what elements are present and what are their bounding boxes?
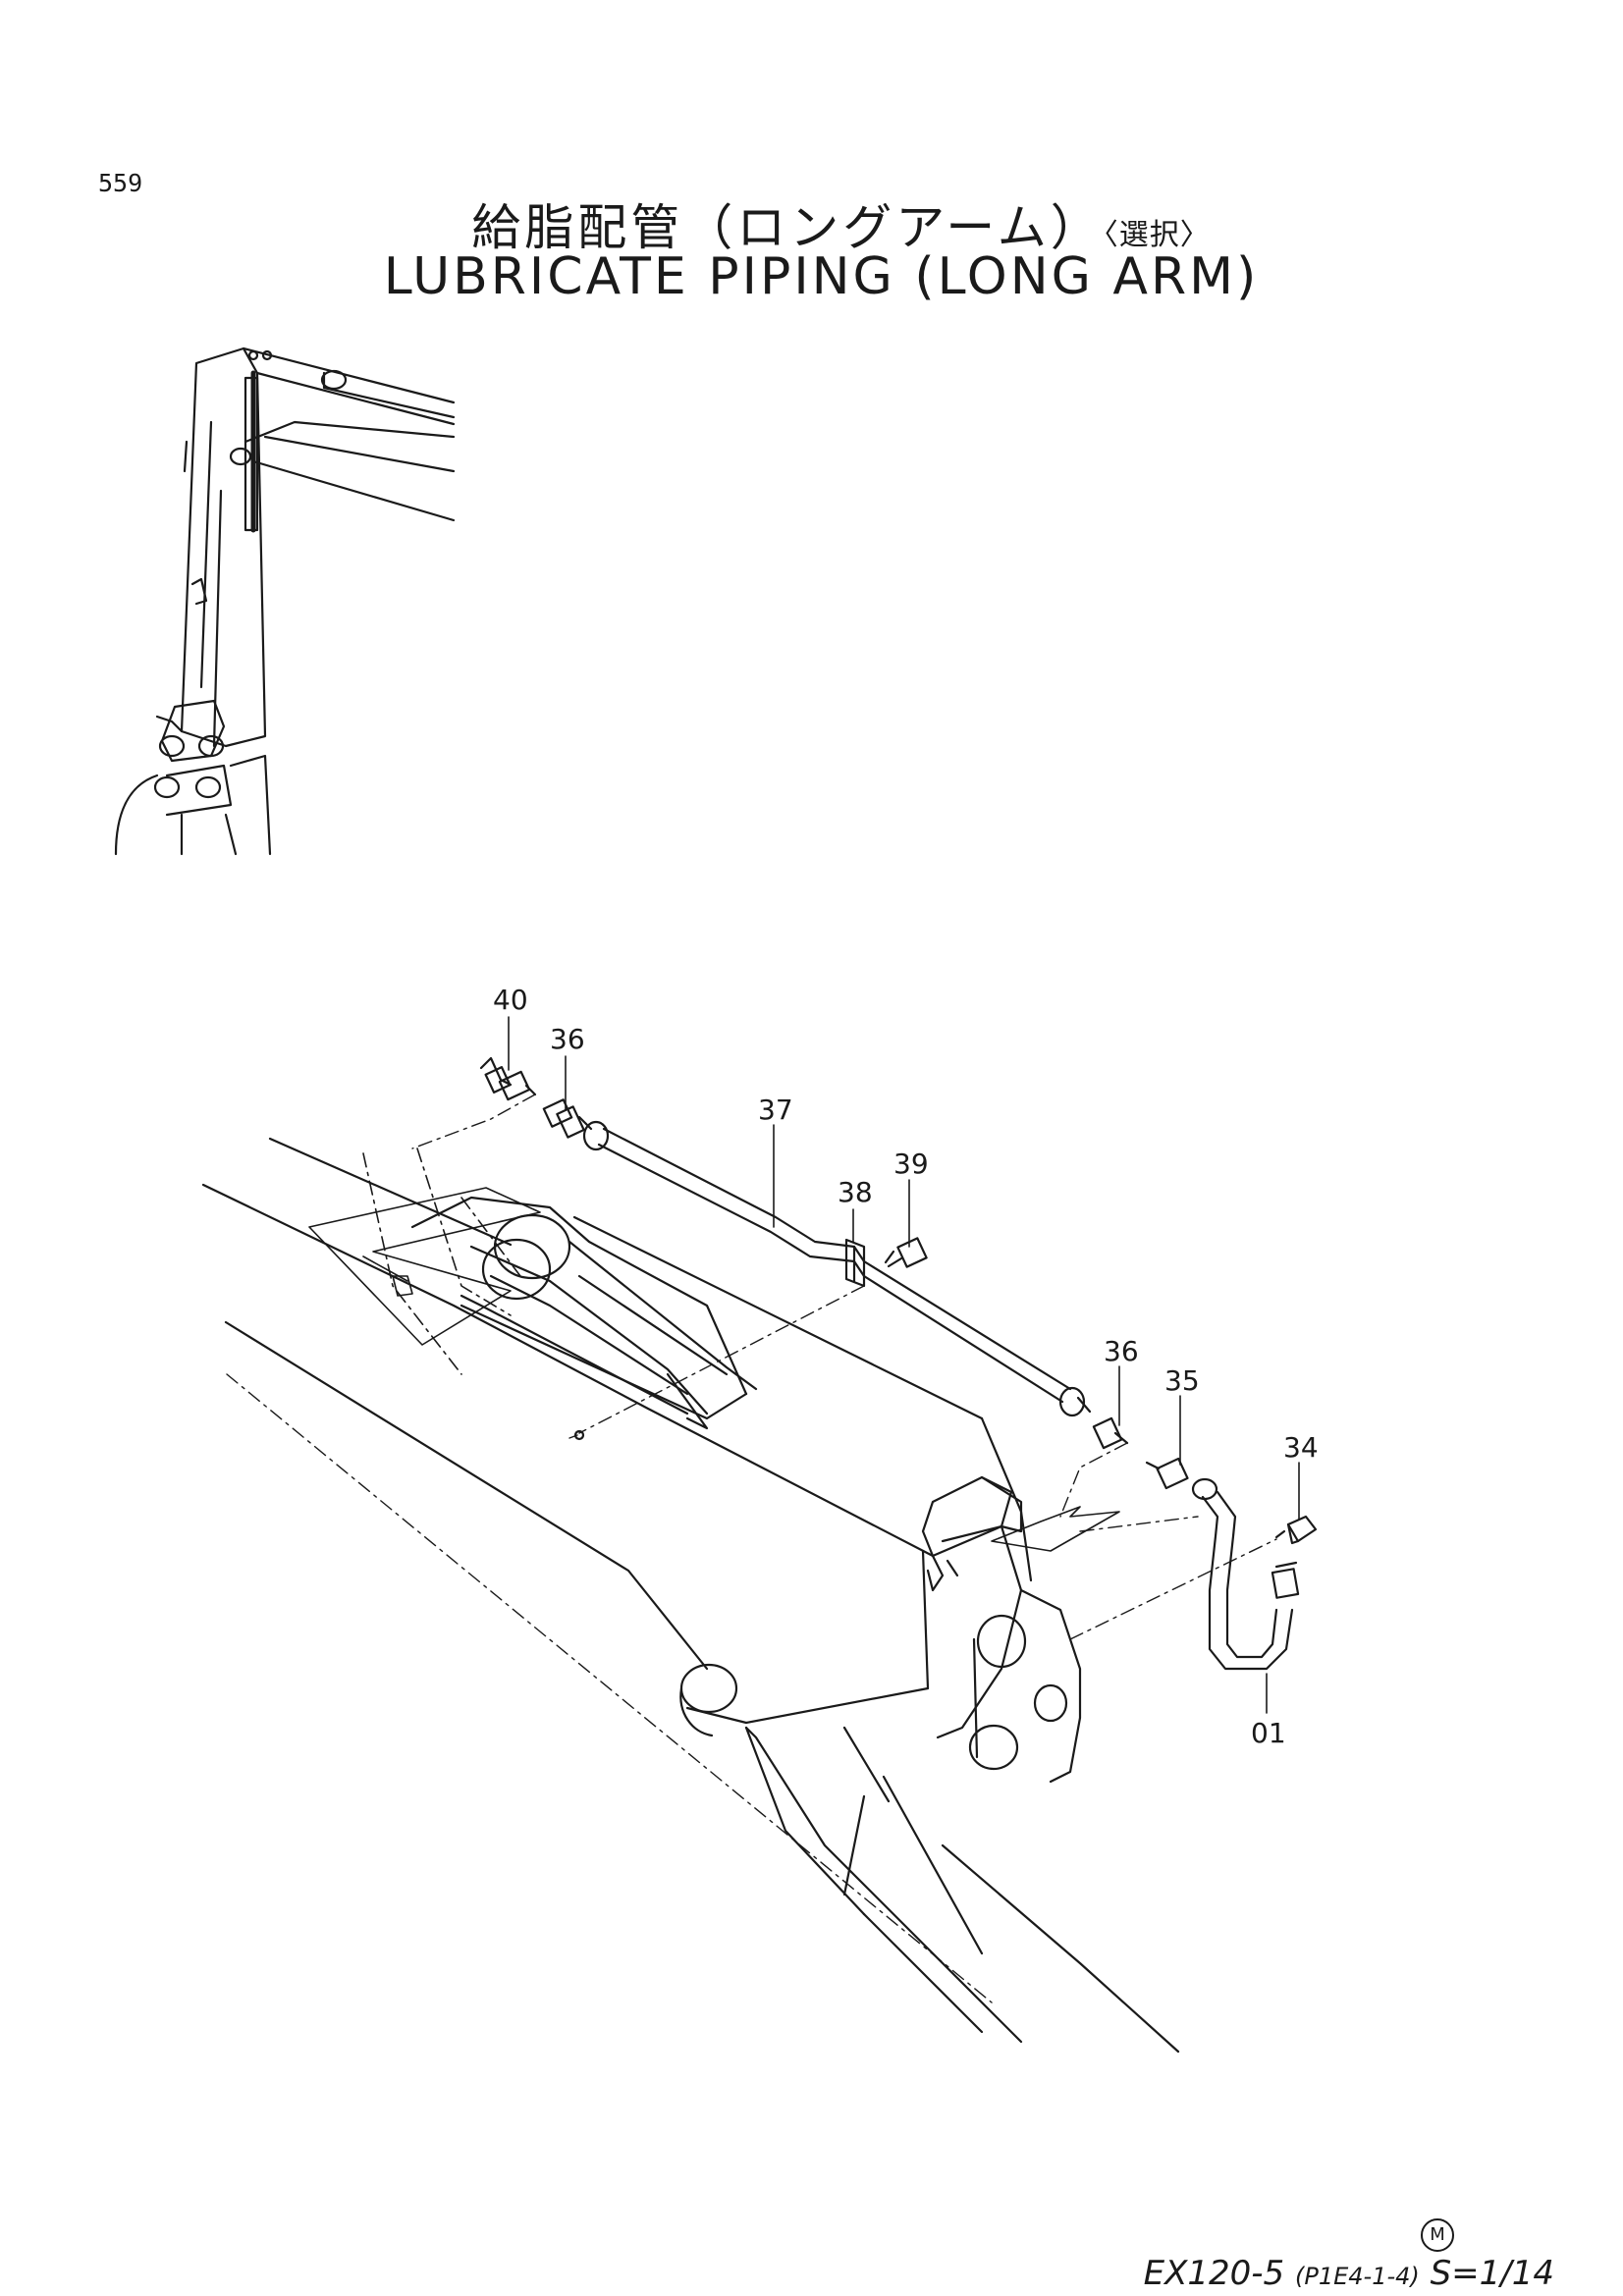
part-36-connector-upper	[542, 1098, 593, 1139]
title-japanese-text: 給脂配管（ロングアーム）	[471, 199, 1104, 256]
callout-labels: 40 36 37 39 38 36 35 34 01	[493, 984, 1319, 1749]
callout-39: 39	[893, 1148, 929, 1180]
part-01-hose	[1069, 1490, 1300, 1671]
manual-mark-icon: M	[1421, 2218, 1454, 2252]
part-39-bolt	[884, 1237, 928, 1268]
main-arm-body	[201, 1137, 1180, 2054]
mounting-plate	[308, 1148, 541, 1375]
leader-lines	[508, 1016, 1300, 1714]
callout-36-upper: 36	[550, 1023, 585, 1055]
lower-plate	[991, 1506, 1120, 1552]
title-english: LUBRICATE PIPING (LONG ARM)	[383, 247, 1260, 306]
boom-head	[410, 1196, 758, 1430]
footer-code: (P1E4-1-4)	[1295, 2263, 1420, 2290]
callout-34: 34	[1283, 1431, 1319, 1464]
footer-sheet: S=1/14	[1430, 2254, 1554, 2293]
footer-model: EX120-5	[1143, 2254, 1285, 2293]
footer-reference: EX120-5 (P1E4-1-4) S=1/14	[1144, 2254, 1554, 2293]
part-35-adapter	[1145, 1457, 1218, 1501]
part-37-pipe	[582, 1120, 1092, 1417]
arm-end-bracket	[921, 1475, 1023, 1592]
key-view-arm	[114, 347, 456, 856]
part-36-connector-lower	[1059, 1416, 1129, 1518]
callout-01: 01	[1251, 1717, 1286, 1749]
page-number: 559	[98, 169, 143, 197]
callout-37: 37	[758, 1094, 793, 1126]
part-34-elbow	[1274, 1515, 1318, 1545]
part-40-grease-fitting	[411, 1056, 537, 1149]
title-option-label: 〈選択〉	[1103, 218, 1211, 252]
callout-38: 38	[838, 1176, 873, 1208]
callout-35: 35	[1164, 1364, 1200, 1397]
title-japanese: 給脂配管（ロングアーム）〈選択〉	[0, 188, 1623, 259]
callout-40: 40	[493, 984, 528, 1016]
callout-36-lower: 36	[1104, 1335, 1139, 1367]
